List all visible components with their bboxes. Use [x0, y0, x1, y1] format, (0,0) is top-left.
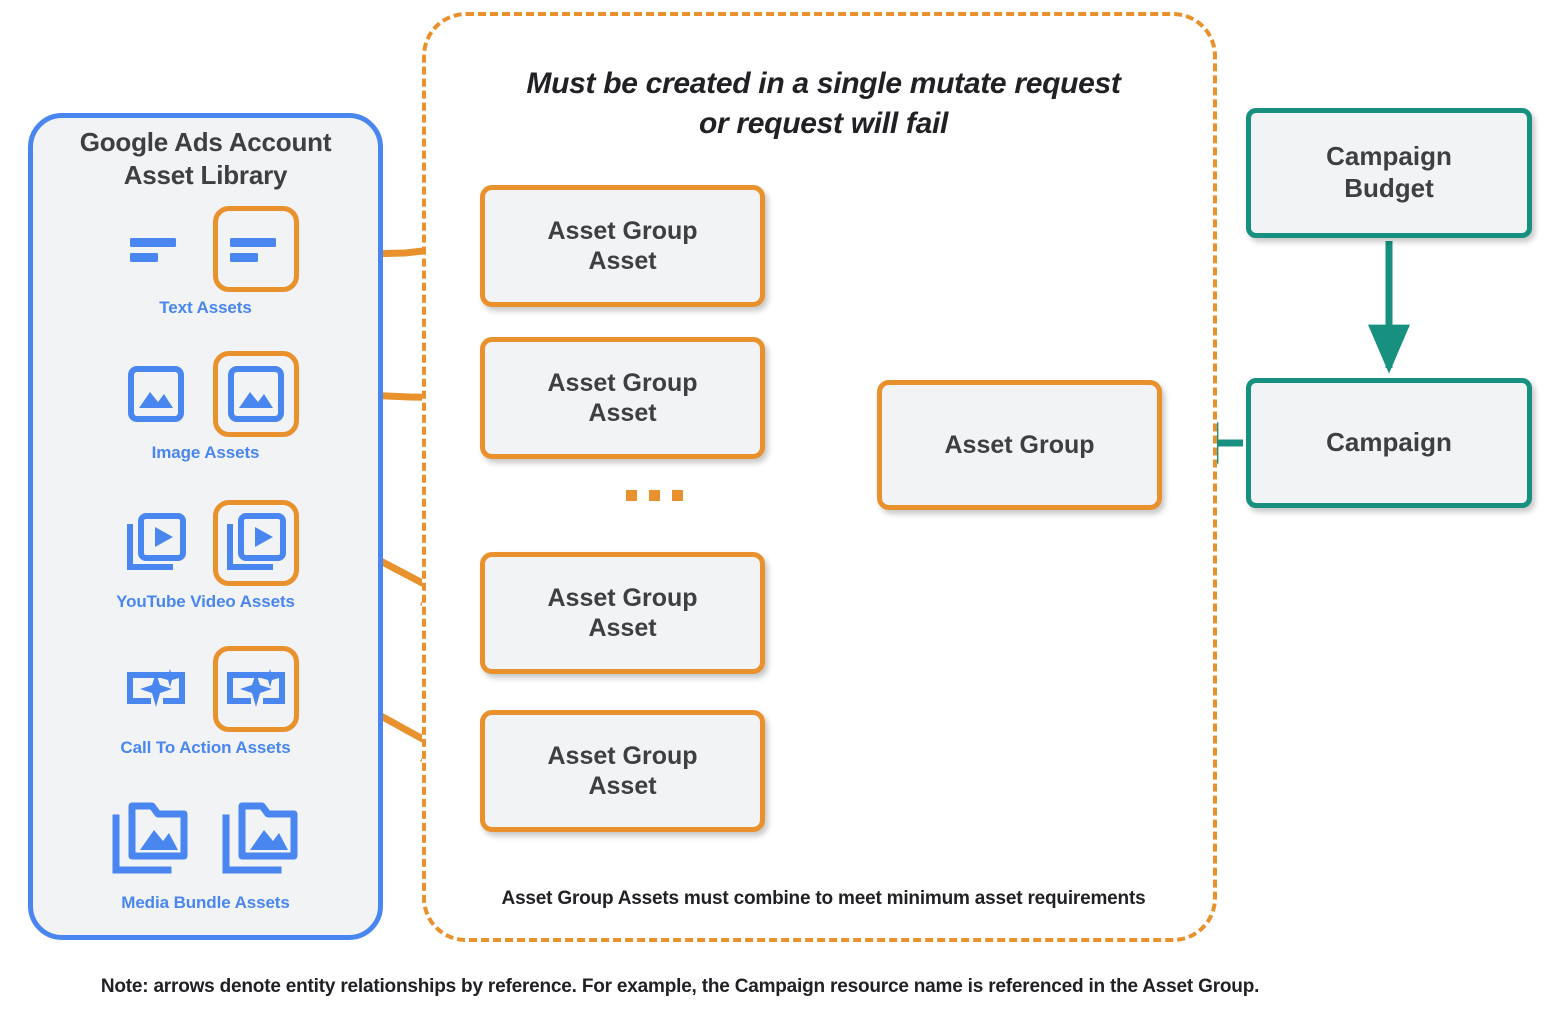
campaign-budget-label-line1: Campaign: [1326, 141, 1452, 172]
asset-group-asset-label-4a: Asset Group: [547, 741, 698, 770]
folder-image-stack-icon-2: [213, 791, 309, 887]
asset-library-title-line2: Asset Library: [123, 160, 288, 191]
asset-library-title: Google Ads Account Asset Library: [33, 126, 378, 193]
ellipsis-dot-2: [649, 490, 660, 501]
asset-group-node[interactable]: Asset Group: [877, 380, 1162, 510]
ellipsis-indicator: [626, 490, 683, 501]
mutate-heading-line1: Must be created in a single mutate reque…: [526, 67, 1121, 100]
asset-row-cta[interactable]: Call To Action Assets: [33, 646, 378, 758]
asset-icon-pair-youtube: [33, 500, 378, 586]
campaign-label: Campaign: [1326, 427, 1452, 458]
asset-group-asset-label-3a: Asset Group: [547, 583, 698, 612]
asset-library-title-line1: Google Ads Account: [79, 127, 332, 157]
asset-caption-youtube: YouTube Video Assets: [116, 592, 295, 611]
image-icon: [113, 351, 199, 437]
text-lines-icon: [113, 206, 199, 292]
campaign-node[interactable]: Campaign: [1246, 378, 1532, 508]
asset-group-asset-node-1[interactable]: Asset Group Asset: [480, 185, 765, 307]
asset-caption-cta: Call To Action Assets: [120, 738, 291, 757]
asset-caption-media-bundle: Media Bundle Assets: [121, 893, 290, 912]
asset-group-asset-node-4[interactable]: Asset Group Asset: [480, 710, 765, 832]
asset-group-asset-label-4b: Asset: [588, 772, 657, 800]
asset-icon-pair-cta: [33, 646, 378, 732]
ellipsis-dot-1: [626, 490, 637, 501]
asset-group-asset-label-1a: Asset Group: [547, 216, 698, 245]
asset-group-asset-label-1b: Asset: [588, 247, 657, 275]
asset-group-asset-label-3b: Asset: [588, 614, 657, 642]
text-lines-icon-selected[interactable]: [212, 206, 299, 292]
video-play-stack-icon: [113, 500, 199, 586]
minimum-requirements-note: Asset Group Assets must combine to meet …: [501, 888, 1146, 909]
asset-row-media-bundle[interactable]: Media Bundle Assets: [33, 791, 378, 913]
video-play-stack-icon-selected[interactable]: [212, 500, 299, 586]
asset-group-asset-label-2b: Asset: [588, 399, 657, 427]
ellipsis-dot-3: [672, 490, 683, 501]
asset-row-youtube[interactable]: YouTube Video Assets: [33, 500, 378, 612]
campaign-budget-label-line2: Budget: [1344, 173, 1434, 203]
asset-group-asset-node-3[interactable]: Asset Group Asset: [480, 552, 765, 674]
campaign-budget-node[interactable]: Campaign Budget: [1246, 108, 1532, 238]
folder-image-stack-icon: [103, 791, 199, 887]
mutate-heading-line2: or request will fail: [698, 106, 949, 140]
asset-icon-pair-text: [33, 206, 378, 292]
mutate-heading: Must be created in a single mutate reque…: [456, 64, 1191, 143]
asset-caption-image: Image Assets: [151, 443, 260, 462]
asset-group-label: Asset Group: [944, 430, 1095, 459]
asset-library-panel: Google Ads Account Asset Library: [28, 113, 383, 940]
asset-row-image[interactable]: Image Assets: [33, 351, 378, 463]
asset-group-asset-label-2a: Asset Group: [547, 368, 698, 397]
asset-row-text[interactable]: Text Assets: [33, 206, 378, 318]
sparkle-button-icon: [113, 646, 199, 732]
asset-icon-pair-media-bundle: [33, 791, 378, 887]
asset-icon-pair-image: [33, 351, 378, 437]
diagram-footnote: Note: arrows denote entity relationships…: [100, 976, 1260, 997]
sparkle-button-icon-selected[interactable]: [212, 646, 299, 732]
asset-group-asset-node-2[interactable]: Asset Group Asset: [480, 337, 765, 459]
image-icon-selected[interactable]: [212, 351, 299, 437]
asset-caption-text: Text Assets: [159, 298, 252, 317]
